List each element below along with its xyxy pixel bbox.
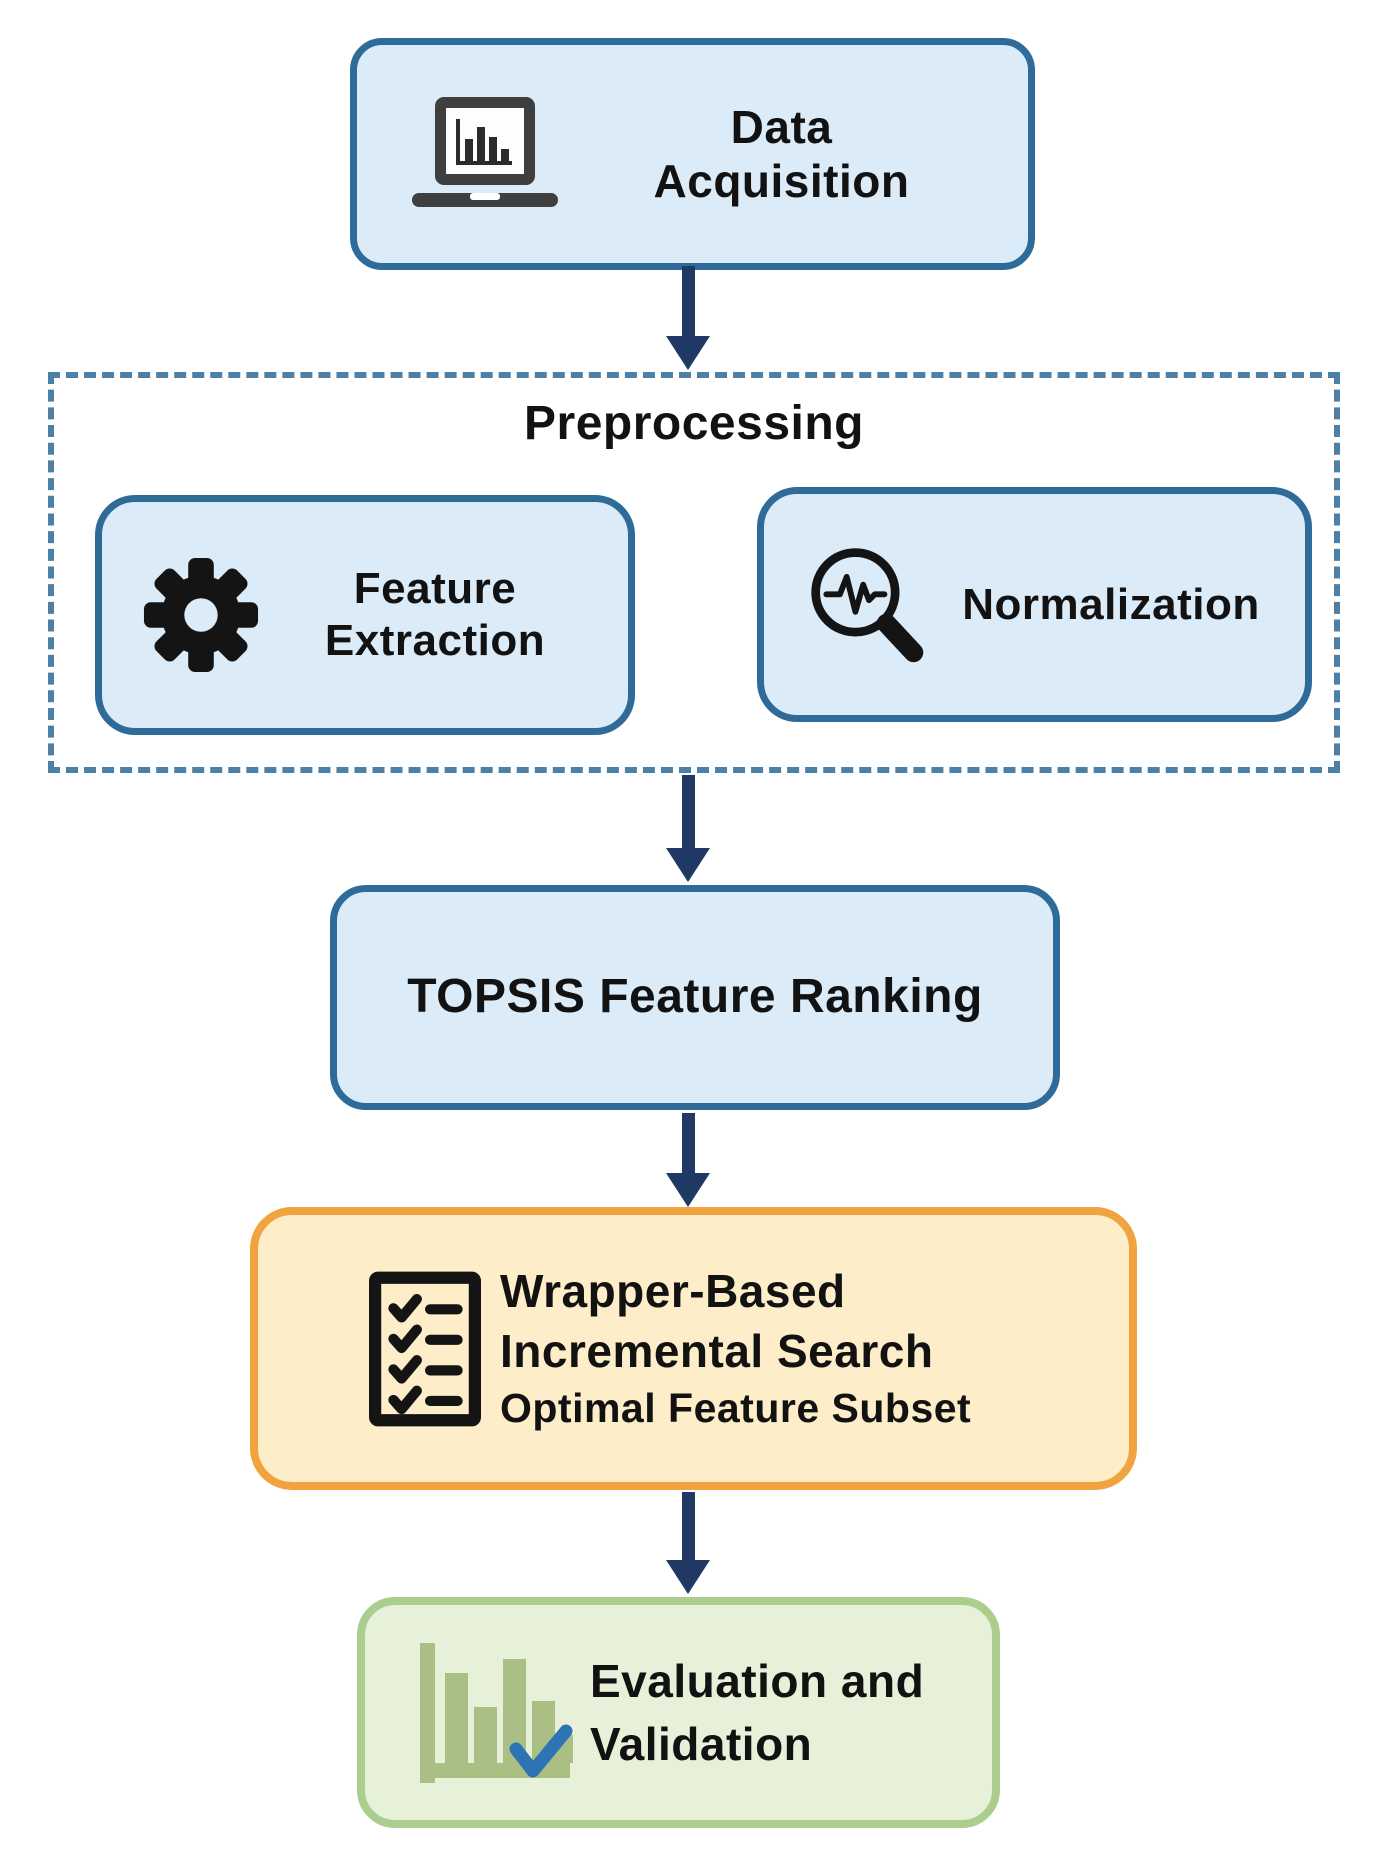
arrow-stem xyxy=(681,775,695,848)
arrow-stem xyxy=(681,1113,695,1173)
flow-arrow-2 xyxy=(666,775,710,882)
arrow-head xyxy=(666,336,710,370)
node-wrapper-incremental-search: Wrapper-Based Incremental Search Optimal… xyxy=(250,1207,1137,1490)
node-label: Feature Extraction xyxy=(266,563,604,667)
arrow-head xyxy=(666,1173,710,1207)
node-label-line1: Feature xyxy=(353,564,517,614)
arrow-head xyxy=(666,1560,710,1594)
arrow-stem xyxy=(681,1492,695,1560)
node-label-line1: Data xyxy=(730,100,833,153)
checklist-icon xyxy=(350,1271,500,1427)
magnifier-waveform-icon xyxy=(800,542,935,668)
node-normalization: Normalization xyxy=(757,487,1312,722)
node-label-line2: Extraction xyxy=(324,616,546,665)
node-data-acquisition: Data Acquisition xyxy=(350,38,1035,270)
node-label-line3: Optimal Feature Subset xyxy=(500,1384,972,1431)
laptop-chart-icon xyxy=(405,95,565,213)
node-topsis-feature-ranking: TOPSIS Feature Ranking xyxy=(330,885,1060,1110)
arrow-head xyxy=(666,848,710,882)
node-label-line1: Evaluation and xyxy=(590,1655,925,1708)
node-label: Wrapper-Based Incremental Search Optimal… xyxy=(500,1262,1099,1435)
arrow-stem xyxy=(681,266,695,336)
checklist-icon xyxy=(369,1271,481,1426)
node-evaluation-validation: Evaluation and Validation xyxy=(357,1597,1000,1828)
node-label-line2: Incremental Search xyxy=(500,1324,934,1377)
flow-arrow-4 xyxy=(666,1492,710,1594)
laptop-chart-icon xyxy=(412,97,558,207)
gear-icon xyxy=(143,557,259,673)
group-preprocessing-title: Preprocessing xyxy=(524,397,864,450)
node-label-line2: Validation xyxy=(590,1717,813,1770)
node-label-line1: Wrapper-Based xyxy=(500,1265,846,1318)
node-label: Evaluation and Validation xyxy=(590,1650,972,1774)
flow-arrow-1 xyxy=(666,266,710,370)
node-feature-extraction: Feature Extraction xyxy=(95,495,635,735)
node-label: Normalization xyxy=(962,579,1260,629)
node-label-line2: Acquisition xyxy=(653,155,910,207)
magnifier-waveform-icon xyxy=(810,547,923,662)
flow-arrow-3 xyxy=(666,1113,710,1207)
gear-icon xyxy=(136,556,266,674)
node-label: Data Acquisition xyxy=(565,100,998,209)
bar-chart-check-icon xyxy=(405,1637,590,1789)
node-label: TOPSIS Feature Ranking xyxy=(407,970,983,1024)
bar-chart-check-icon xyxy=(419,1642,573,1783)
group-preprocessing: Preprocessing xyxy=(48,372,1340,773)
